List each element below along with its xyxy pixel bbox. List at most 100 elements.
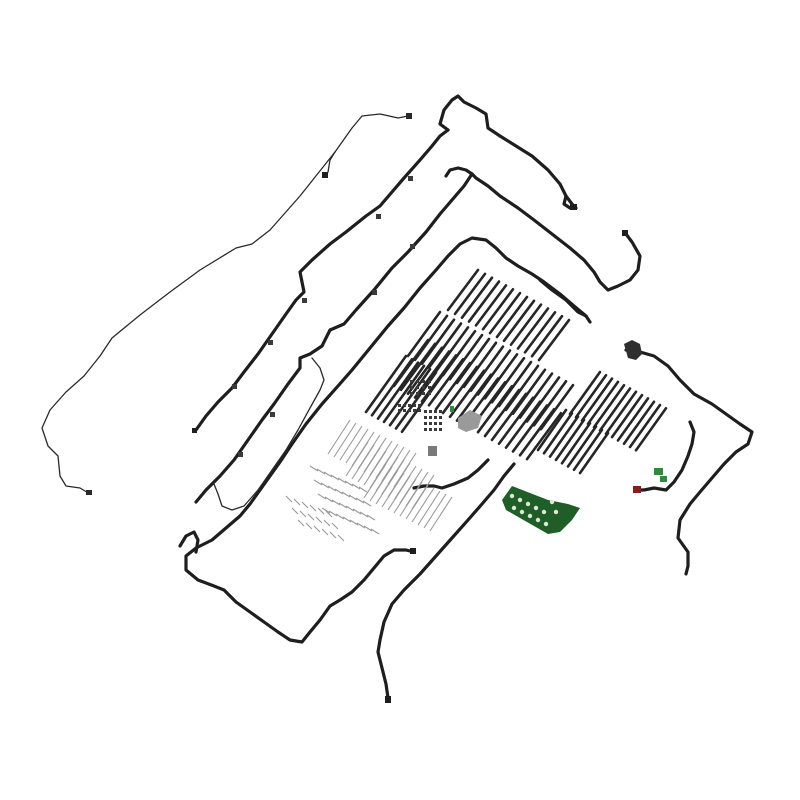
screw [410, 386, 413, 389]
pcb-pad [517, 497, 523, 503]
pcb-pad [519, 509, 525, 515]
pin [330, 474, 340, 481]
pin [305, 522, 313, 530]
pin [405, 484, 429, 520]
pin [331, 499, 341, 506]
rod [511, 404, 549, 453]
rod [537, 318, 571, 362]
rod [460, 276, 494, 320]
pin [345, 505, 355, 512]
end-connector [622, 230, 628, 236]
screw [422, 380, 425, 383]
rod [509, 303, 543, 346]
clip [268, 340, 273, 345]
rod-grid-upper [392, 268, 575, 461]
pin [342, 516, 352, 523]
pin [309, 465, 319, 472]
rod [467, 280, 501, 323]
pin [299, 510, 307, 518]
screw [410, 380, 413, 383]
pin [337, 534, 345, 542]
pin [363, 450, 387, 486]
pin [337, 477, 347, 484]
rod [578, 431, 610, 475]
rod [622, 400, 656, 446]
main-loom-branch [194, 172, 474, 504]
pin [399, 481, 423, 517]
screw [429, 410, 432, 413]
rod [542, 411, 574, 455]
pin [328, 510, 338, 517]
bottom-lead-branch [412, 458, 490, 490]
pin [316, 468, 326, 475]
pin [297, 519, 305, 527]
rod [490, 392, 528, 442]
right-connector-block [624, 340, 642, 360]
clip [372, 290, 377, 295]
rod [516, 307, 550, 350]
rod [598, 387, 632, 432]
pcb-pad [535, 517, 541, 523]
rod [399, 342, 437, 392]
rod [370, 357, 414, 417]
pcb-pad [541, 509, 547, 515]
end-connector [570, 204, 577, 210]
rod [400, 374, 444, 434]
green-connector [654, 468, 663, 475]
screw [422, 386, 425, 389]
pin [335, 513, 345, 520]
rod [453, 272, 487, 316]
pin [317, 507, 325, 515]
pin [293, 498, 301, 506]
pin [423, 493, 447, 529]
rod [554, 418, 586, 462]
pin [334, 488, 344, 495]
screw [439, 410, 442, 413]
screw [418, 409, 421, 412]
upper-loom [438, 94, 578, 210]
rod [406, 310, 442, 358]
screw [439, 416, 442, 419]
red-connector [633, 486, 641, 493]
pin [352, 508, 362, 515]
rod [560, 421, 592, 465]
screw [416, 386, 419, 389]
inner-loom [184, 236, 588, 644]
rod [502, 299, 536, 343]
rod [376, 361, 420, 420]
screw [413, 404, 416, 407]
pin [341, 491, 351, 498]
screw [428, 392, 431, 395]
rod [536, 408, 568, 452]
bottom-lead [376, 462, 516, 700]
pin [313, 525, 321, 533]
rod [504, 400, 542, 449]
screw [413, 409, 416, 412]
pcb-pad [527, 513, 533, 519]
pin [333, 422, 357, 458]
rod [604, 390, 638, 436]
pin [338, 502, 348, 509]
screw [424, 428, 427, 431]
pin [375, 469, 399, 505]
rod [525, 411, 563, 461]
rod [518, 407, 556, 457]
rod [592, 383, 626, 429]
green-connector [660, 476, 667, 482]
pin [324, 496, 334, 503]
pin [321, 528, 329, 536]
inner-loom-tail [538, 278, 592, 324]
housing-parts [428, 406, 482, 456]
pin [363, 525, 373, 532]
rod [481, 287, 515, 331]
pin [363, 463, 387, 499]
rod [413, 350, 451, 399]
pcb-outline [502, 486, 580, 534]
rod [523, 311, 557, 354]
screw [434, 422, 437, 425]
pin [411, 487, 435, 523]
clip [232, 384, 237, 389]
rod-grid-right [568, 370, 668, 452]
pcb-pad [553, 509, 559, 515]
